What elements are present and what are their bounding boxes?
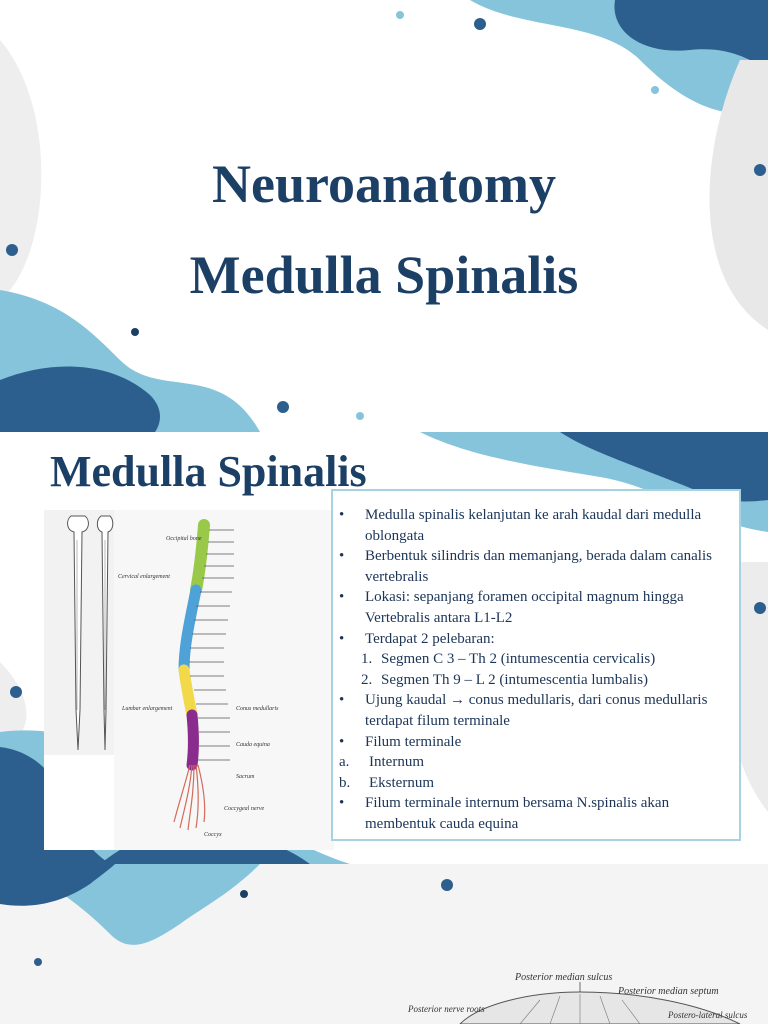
dot <box>78 354 86 362</box>
label-coccygeal: Coccygeal nerve <box>224 806 264 812</box>
top-right-dark-blob <box>560 432 768 502</box>
anterior-view-drawing <box>44 510 114 755</box>
dot <box>240 890 248 898</box>
bullet-list: •Medulla spinalis kelanjutan ke arah kau… <box>339 505 729 835</box>
list-item: a. Internum <box>339 754 424 771</box>
top-right-dark-blob <box>614 0 768 70</box>
label-posterior-median-septum: Posterior median septum <box>617 986 719 997</box>
decorative-blobs <box>0 0 768 432</box>
bottom-left-dark-blob <box>0 366 160 432</box>
label-sacrum: Sacrum <box>236 774 255 780</box>
lateral-view-drawing: Occipital bone Cervical enlargement Lumb… <box>114 510 334 850</box>
cauda-equina-lines <box>173 764 206 831</box>
list-item: •Lokasi: sepanjang foramen occipital mag… <box>339 589 684 626</box>
content-slide: Medulla Spinalis <box>0 432 768 864</box>
list-item: •Ujung kaudal → conus medullaris, dari c… <box>339 692 708 729</box>
dot <box>131 328 139 336</box>
thoracic-segment <box>178 584 202 676</box>
label-cauda: Cauda equina <box>236 742 270 748</box>
label-postero-lateral-sulcus: Postero-lateral sulcus <box>667 1010 748 1020</box>
dot <box>651 86 659 94</box>
slide-title: Medulla Spinalis <box>50 447 367 496</box>
dot <box>396 11 404 19</box>
label-posterior-nerve-roots: Posterior nerve roots <box>407 1004 485 1014</box>
dot <box>10 686 22 698</box>
dot <box>754 602 766 614</box>
list-item: •Filum terminale internum bersama N.spin… <box>339 795 670 832</box>
label-occipital: Occipital bone <box>166 536 202 542</box>
list-item: 1.Segmen C 3 – Th 2 (intumescentia cervi… <box>361 651 656 668</box>
spinal-cord-cross-section: Posterior median sulcus Posterior median… <box>407 972 748 1024</box>
nerve-roots <box>189 529 234 761</box>
right-edge-gray <box>709 60 768 330</box>
dot <box>356 412 364 420</box>
bullet-text-box: •Medulla spinalis kelanjutan ke arah kau… <box>331 489 741 841</box>
dot <box>34 958 42 966</box>
label-posterior-median-sulcus: Posterior median sulcus <box>514 972 612 983</box>
sacral-segment <box>186 709 199 771</box>
slide-title-line1: Neuroanatomy <box>212 154 556 214</box>
label-cervical: Cervical enlargement <box>118 574 170 580</box>
list-item: •Filum terminale <box>339 733 462 750</box>
slide-title-line2: Medulla Spinalis <box>189 245 579 305</box>
dot <box>277 401 289 413</box>
left-gray-blob <box>0 40 42 300</box>
dot <box>6 244 18 256</box>
label-lumbar: Lumbar enlargement <box>121 706 173 712</box>
list-item: •Medulla spinalis kelanjutan ke arah kau… <box>339 507 702 544</box>
label-conus: Conus medullaris <box>236 706 279 712</box>
dot <box>754 164 766 176</box>
top-left-dark-blob <box>0 864 115 906</box>
dot <box>441 879 453 891</box>
dot <box>474 18 486 30</box>
spinal-cord-illustration: Occipital bone Cervical enlargement Lumb… <box>44 510 334 850</box>
list-item: •Terdapat 2 pelebaran: <box>339 630 495 647</box>
label-coccyx: Coccyx <box>204 832 222 838</box>
left-gray-blob <box>0 662 27 752</box>
spinal-cord-figure: Occipital bone Cervical enlargement Lumb… <box>44 510 334 850</box>
cervical-segment <box>190 519 210 596</box>
list-item: •Berbentuk silindris dan memanjang, bera… <box>339 548 712 585</box>
list-item: b. Eksternum <box>339 774 434 791</box>
partial-slide: Posterior median sulcus Posterior median… <box>0 864 768 1024</box>
list-item: 2.Segmen Th 9 – L 2 (intumescentia lumba… <box>361 671 649 688</box>
decorative-blobs <box>0 864 453 966</box>
title-slide: Neuroanatomy Medulla Spinalis <box>0 0 768 432</box>
